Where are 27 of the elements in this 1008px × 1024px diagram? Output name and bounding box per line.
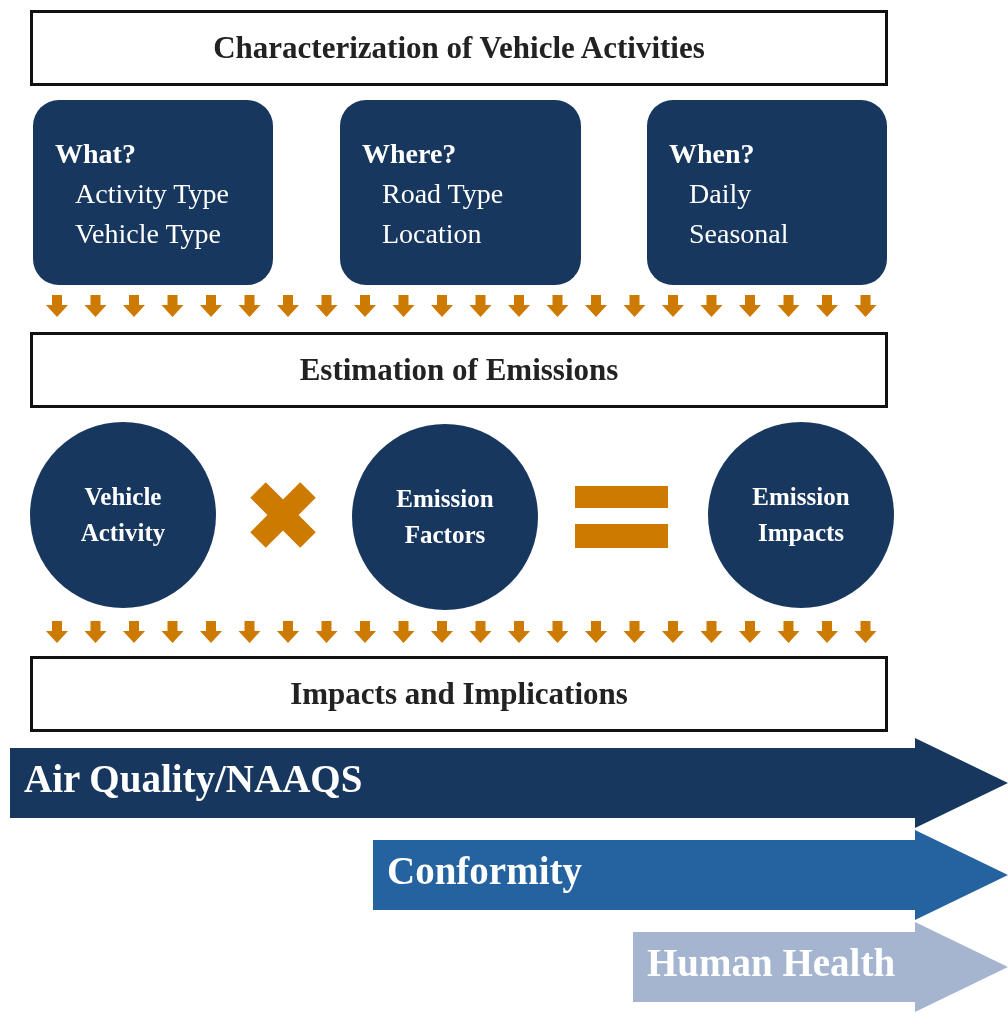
category-card xyxy=(33,100,273,285)
item-text: Activity Type xyxy=(74,177,230,211)
arrow-label: Human Health xyxy=(647,940,896,985)
section-header-box xyxy=(30,10,888,86)
section-header-box xyxy=(30,332,888,408)
item-text: Vehicle Type xyxy=(74,217,223,251)
section-title: Impacts and Implications xyxy=(290,676,628,712)
impact-banner xyxy=(10,738,1008,828)
item-text: Daily xyxy=(688,177,753,211)
question-heading: When? xyxy=(669,137,756,171)
term-label: Emission Factors xyxy=(395,484,495,550)
item-text: Location xyxy=(381,217,483,251)
term-label: Vehicle Activity xyxy=(79,482,167,548)
term-label: Emission Impacts xyxy=(751,482,851,548)
impact-banner xyxy=(633,922,1008,1012)
category-card xyxy=(647,100,887,285)
item-text: Road Type xyxy=(381,177,505,211)
arrow-label: Conformity xyxy=(387,848,582,893)
question-heading: Where? xyxy=(362,137,458,171)
item-text: Seasonal xyxy=(688,217,790,251)
section-title: Estimation of Emissions xyxy=(299,352,619,388)
impact-banner xyxy=(373,830,1008,920)
arrow-label: Air Quality/NAAQS xyxy=(24,756,363,801)
section-title: Characterization of Vehicle Activities xyxy=(213,30,705,66)
category-card xyxy=(340,100,581,285)
section-header-box xyxy=(30,656,888,732)
question-heading: What? xyxy=(55,137,137,171)
